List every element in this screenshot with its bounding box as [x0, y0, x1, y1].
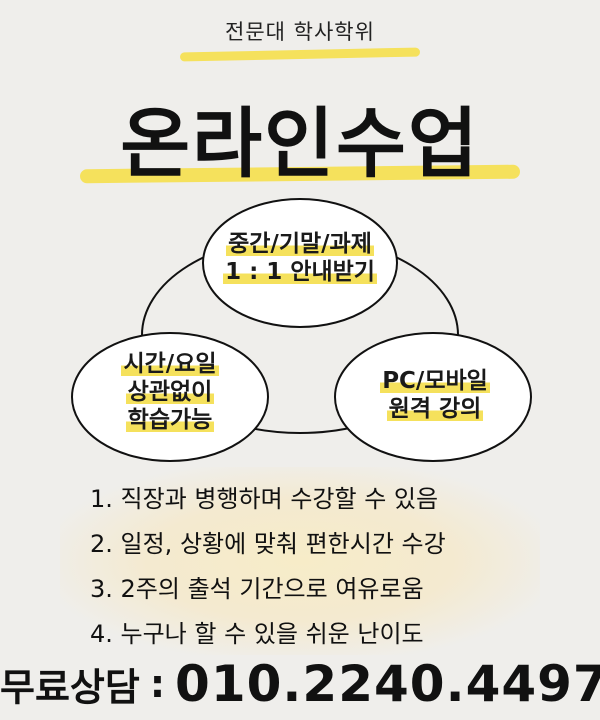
- bubble-left-line1: 시간/요일: [121, 350, 219, 379]
- subtitle: 전문대 학사학위: [225, 20, 375, 44]
- bubble-top-text: 중간/기말/과제 1 : 1 안내받기: [190, 230, 410, 287]
- list-item: 4. 누구나 할 수 있을 쉬운 난이도: [90, 620, 424, 648]
- contact-label: 무료상담: [0, 665, 140, 710]
- phone-number[interactable]: 010.2240.4497: [175, 655, 600, 713]
- bubble-right-line1: PC/모바일: [380, 367, 490, 396]
- contact-banner: 무료상담:010.2240.4497: [0, 655, 600, 715]
- bubble-right-text: PC/모바일 원격 강의: [335, 367, 535, 424]
- list-item: 1. 직장과 병행하며 수강할 수 있음: [90, 485, 439, 513]
- benefit-list: 1. 직장과 병행하며 수강할 수 있음 2. 일정, 상황에 맞춰 편한시간 …: [60, 467, 540, 655]
- bubble-left-text: 시간/요일 상관없이 학습가능: [70, 350, 270, 435]
- bubble-top-line1: 중간/기말/과제: [226, 230, 374, 259]
- page-title: 온라인수업: [120, 99, 480, 188]
- bubble-top-line2: 1 : 1 안내받기: [223, 258, 377, 287]
- bubble-right-line2: 원격 강의: [386, 395, 484, 424]
- contact-separator: :: [149, 662, 166, 706]
- list-item: 3. 2주의 출석 기간으로 여유로움: [90, 575, 424, 603]
- bubble-left-line2: 상관없이: [125, 378, 215, 407]
- bubble-left-line3: 학습가능: [125, 406, 215, 435]
- list-item: 2. 일정, 상황에 맞춰 편한시간 수강: [90, 530, 446, 558]
